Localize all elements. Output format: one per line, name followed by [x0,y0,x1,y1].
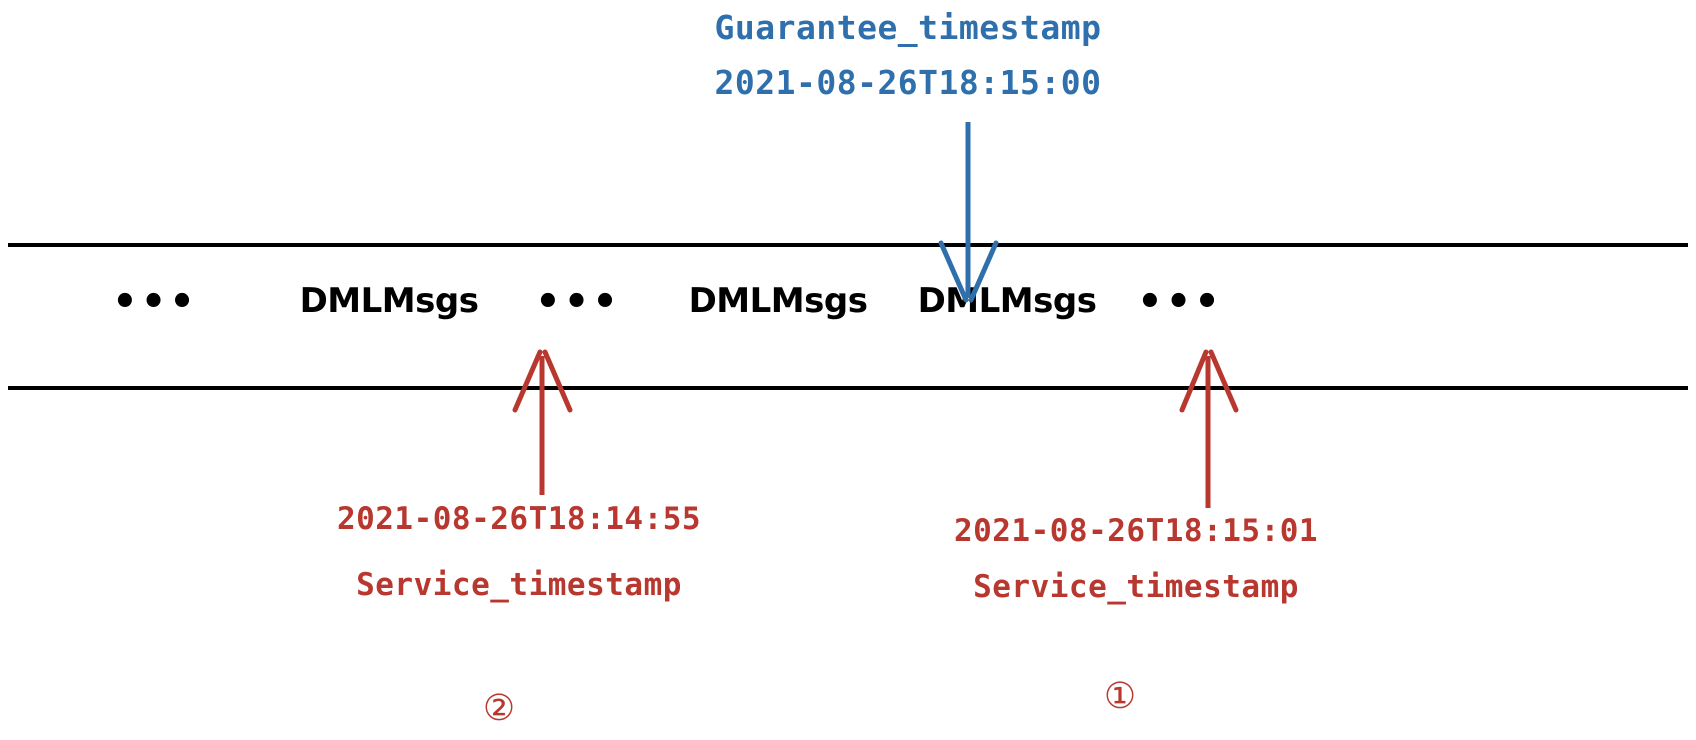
service-timestamp-value-1: 2021-08-26T18:15:01 [953,513,1319,549]
guarantee-timestamp-value: 2021-08-26T18:15:00 [0,63,1696,102]
stream-ellipsis-trailing: ••• [1137,279,1223,325]
service-timestamp-label-1: Service_timestamp [973,569,1299,605]
stream-ellipsis-leading: ••• [112,279,198,325]
service-mark-number-1: ① [1103,676,1137,717]
stream-message-block-2: DMLMsgs [688,281,868,321]
service-arrow-up-icon-2 [512,349,573,495]
stream-message-block-3: DMLMsgs [917,281,1097,321]
service-timestamp-value-2: 2021-08-26T18:14:55 [336,501,702,537]
stream-ellipsis-middle: ••• [535,279,621,325]
service-timestamp-label-2: Service_timestamp [356,567,682,603]
guarantee-timestamp-label: Guarantee_timestamp [0,8,1696,47]
stream-message-block-1: DMLMsgs [299,281,479,321]
guarantee-timestamp-label-text: Guarantee_timestamp [714,8,1102,47]
service-arrow-up-icon-1 [1179,349,1239,508]
stream-rail-bottom [8,386,1688,390]
stream-rail-top [8,243,1688,247]
guarantee-arrow-down-icon [938,122,999,303]
service-mark-number-2: ② [482,688,516,729]
guarantee-timestamp-value-text: 2021-08-26T18:15:00 [714,63,1102,102]
